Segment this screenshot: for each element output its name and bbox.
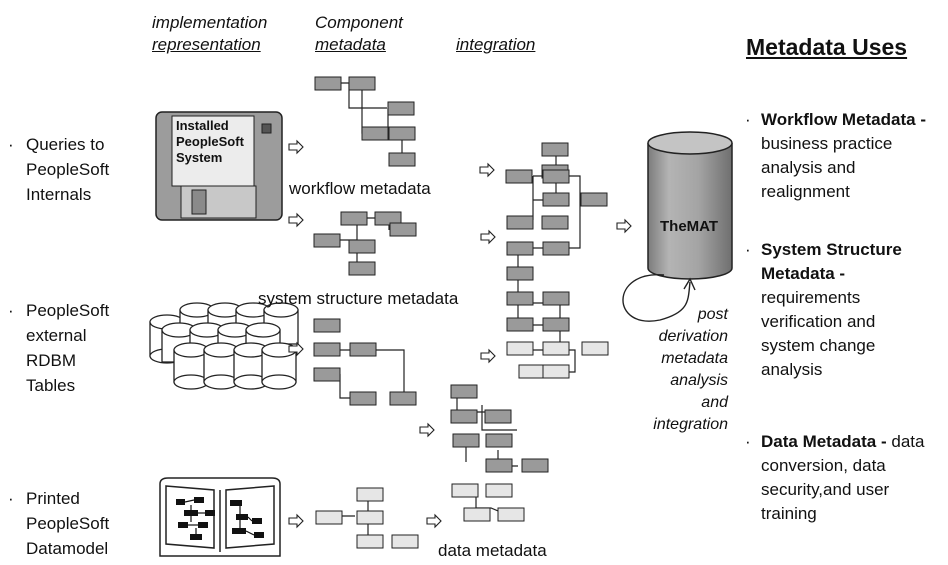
datamodel-metadata-box bbox=[356, 510, 384, 525]
integration-metadata-box bbox=[542, 241, 570, 256]
data-metadata-box bbox=[485, 433, 513, 448]
themat-label: TheMAT bbox=[660, 218, 719, 235]
connector-line bbox=[341, 82, 403, 160]
datamodel-metadata-box bbox=[356, 487, 384, 502]
system-metadata-box bbox=[389, 222, 417, 237]
data-metadata-box bbox=[451, 483, 479, 498]
connector-line bbox=[517, 155, 581, 373]
integration-metadata-box bbox=[581, 341, 609, 356]
system-metadata-box bbox=[348, 261, 376, 276]
flow-arrow-icon bbox=[288, 212, 304, 228]
data-metadata-box bbox=[497, 507, 525, 522]
table-metadata-box bbox=[313, 318, 341, 333]
integration-metadata-box bbox=[506, 341, 534, 356]
flow-arrow-icon bbox=[419, 422, 435, 438]
use-system-structure-metadata: · System Structure Metadata - requiremen… bbox=[745, 240, 902, 379]
integration-metadata-box bbox=[542, 192, 570, 207]
label-workflow-metadata: workflow metadata bbox=[289, 179, 431, 198]
workflow-metadata-box bbox=[348, 76, 376, 91]
metadata-boxes bbox=[313, 76, 609, 549]
data-metadata-box bbox=[485, 483, 513, 498]
use-workflow-metadata: · Workflow Metadata - business practice … bbox=[745, 110, 926, 201]
system-metadata-box bbox=[348, 239, 376, 254]
post-derivation-loop-arrow bbox=[622, 274, 691, 322]
system-metadata-box bbox=[340, 211, 368, 226]
flow-arrow-icon bbox=[616, 218, 632, 234]
datamodel-metadata-box bbox=[391, 534, 419, 549]
table-metadata-box bbox=[313, 367, 341, 382]
datamodel-metadata-box bbox=[356, 534, 384, 549]
flow-arrow-icon bbox=[426, 513, 442, 529]
workflow-metadata-box bbox=[387, 101, 415, 116]
data-metadata-box bbox=[463, 507, 491, 522]
flow-arrow-icon bbox=[479, 162, 495, 178]
workflow-metadata-box bbox=[361, 126, 389, 141]
integration-metadata-box bbox=[506, 266, 534, 281]
data-metadata-box bbox=[452, 433, 480, 448]
table-metadata-box bbox=[349, 342, 377, 357]
datamodel-metadata-box bbox=[315, 510, 343, 525]
workflow-metadata-box bbox=[388, 126, 416, 141]
table-metadata-box bbox=[349, 391, 377, 406]
integration-metadata-box bbox=[542, 317, 570, 332]
integration-metadata-box bbox=[542, 364, 570, 379]
flow-arrow-icon bbox=[288, 513, 304, 529]
integration-metadata-box bbox=[580, 192, 608, 207]
floppy-disk-icon bbox=[155, 111, 283, 221]
flow-arrow-icon bbox=[480, 348, 496, 364]
themat-repository-cylinder bbox=[647, 131, 733, 280]
integration-metadata-box bbox=[542, 169, 570, 184]
workflow-metadata-box bbox=[388, 152, 416, 167]
data-metadata-box bbox=[485, 458, 513, 473]
system-metadata-box bbox=[374, 211, 402, 226]
integration-metadata-box bbox=[506, 241, 534, 256]
flow-arrow-icon bbox=[288, 139, 304, 155]
integration-metadata-box bbox=[541, 215, 569, 230]
integration-metadata-box bbox=[542, 291, 570, 306]
integration-metadata-box bbox=[505, 169, 533, 184]
integration-metadata-box bbox=[541, 142, 569, 157]
integration-metadata-box bbox=[518, 364, 546, 379]
flow-arrows bbox=[288, 139, 632, 529]
metadata-uses-title: Metadata Uses bbox=[746, 34, 908, 60]
header-integration: integration bbox=[456, 35, 536, 54]
use-data-metadata: · Data Metadata - data conversion, data … bbox=[745, 432, 925, 523]
flow-arrow-icon bbox=[288, 341, 304, 357]
database-tables-icon bbox=[149, 302, 299, 390]
data-metadata-box bbox=[521, 458, 549, 473]
label-system-structure-metadata: system structure metadata bbox=[258, 289, 459, 308]
workflow-metadata-box bbox=[314, 76, 342, 91]
data-metadata-box bbox=[450, 409, 478, 424]
printed-datamodel-book-icon bbox=[159, 477, 281, 557]
integration-metadata-box bbox=[506, 215, 534, 230]
integration-metadata-box bbox=[506, 291, 534, 306]
system-metadata-box bbox=[313, 233, 341, 248]
integration-metadata-box bbox=[542, 341, 570, 356]
label-data-metadata: data metadata bbox=[438, 541, 547, 560]
flow-arrow-icon bbox=[480, 229, 496, 245]
table-metadata-box bbox=[389, 391, 417, 406]
data-metadata-box bbox=[450, 384, 478, 399]
table-metadata-box bbox=[313, 342, 341, 357]
data-metadata-box bbox=[484, 409, 512, 424]
integration-metadata-box bbox=[506, 317, 534, 332]
